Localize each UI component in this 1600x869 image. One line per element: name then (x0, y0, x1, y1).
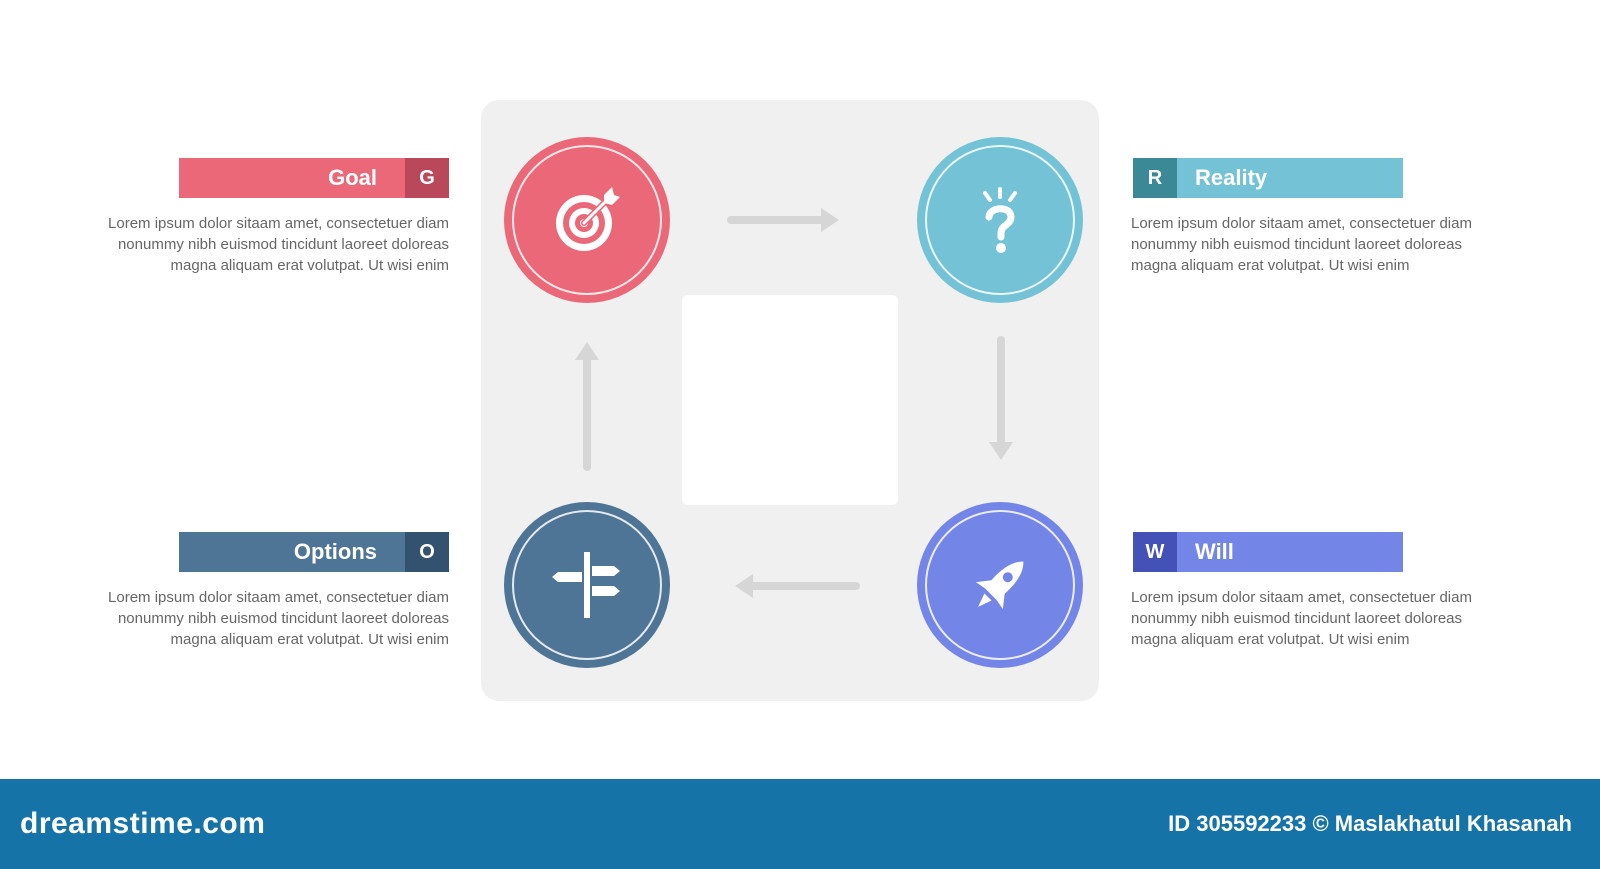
options-ring (512, 510, 662, 660)
target-icon (556, 187, 620, 251)
watermark-footer: dreamstime.com ID 305592233 © Maslakhatu… (0, 779, 1600, 869)
goal-description-line: nonummy nibh euismod tincidunt laoreet d… (117, 236, 449, 253)
will-description: Lorem ipsum dolor sitaam amet, consectet… (1131, 587, 1531, 650)
center-box (682, 295, 898, 505)
options-circle (504, 502, 670, 668)
goal-label-bar: Goal G (179, 158, 449, 198)
reality-circle (917, 137, 1083, 303)
will-ring (925, 510, 1075, 660)
options-label-bar: Options O (179, 532, 449, 572)
rocket-icon (975, 561, 1024, 610)
reality-label-bar: R Reality (1133, 158, 1403, 198)
arrow-head-goal-reality (821, 208, 839, 232)
will-circle (917, 502, 1083, 668)
options-description: Lorem ipsum dolor sitaam amet, consectet… (49, 587, 449, 650)
reality-description-line: magna aliquam erat volutpat. Ut wisi eni… (1131, 257, 1410, 274)
arrow-head-reality-will (989, 442, 1013, 460)
arrow-head-options-goal (575, 342, 599, 360)
question-icon (983, 187, 1017, 253)
goal-description-line: magna aliquam erat volutpat. Ut wisi eni… (170, 257, 449, 274)
reality-label: Reality (1195, 165, 1268, 190)
goal-circle (504, 137, 670, 303)
will-description-line: magna aliquam erat volutpat. Ut wisi eni… (1131, 631, 1410, 648)
reality-letter: R (1133, 158, 1177, 198)
reality-description-line: Lorem ipsum dolor sitaam amet, consectet… (1131, 215, 1472, 232)
options-description-line: magna aliquam erat volutpat. Ut wisi eni… (170, 631, 449, 648)
options-description-line: nonummy nibh euismod tincidunt laoreet d… (117, 610, 449, 627)
will-label-bar: W Will (1133, 532, 1403, 572)
reality-description-line: nonummy nibh euismod tincidunt laoreet d… (1131, 236, 1463, 253)
cycle-arrows (575, 208, 1013, 598)
goal-description-line: Lorem ipsum dolor sitaam amet, consectet… (108, 215, 449, 232)
options-label: Options (293, 539, 377, 564)
brand-logo[interactable]: dreamstime.com (20, 807, 266, 840)
will-label: Will (1195, 539, 1234, 564)
reality-ring (925, 145, 1075, 295)
goal-description: Lorem ipsum dolor sitaam amet, consectet… (49, 213, 449, 276)
reality-description: Lorem ipsum dolor sitaam amet, consectet… (1131, 213, 1531, 276)
will-description-line: Lorem ipsum dolor sitaam amet, consectet… (1131, 589, 1472, 606)
goal-ring (512, 145, 662, 295)
arrow-head-will-options (735, 574, 753, 598)
goal-label: Goal (328, 165, 377, 190)
goal-letter: G (405, 158, 449, 198)
image-credit: ID 305592233 © Maslakhatul Khasanah (1168, 811, 1572, 836)
options-description-line: Lorem ipsum dolor sitaam amet, consectet… (108, 589, 449, 606)
signpost-icon (552, 552, 620, 618)
options-letter: O (405, 532, 449, 572)
will-description-line: nonummy nibh euismod tincidunt laoreet d… (1131, 610, 1463, 627)
will-letter: W (1133, 532, 1177, 572)
